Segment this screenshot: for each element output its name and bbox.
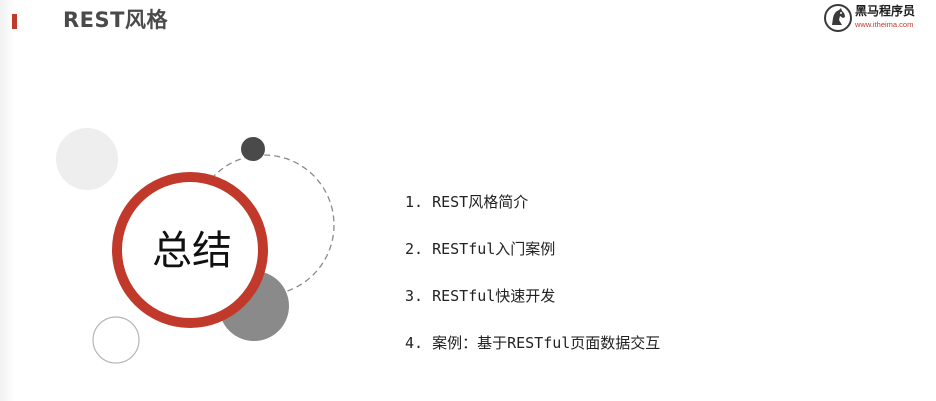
light-gray-circle — [56, 128, 118, 190]
logo-brand-name: 黑马程序员 — [855, 4, 916, 18]
brand-logo: 黑马程序员 www.itheima.com — [824, 3, 928, 33]
list-item: 3. RESTful快速开发 — [405, 287, 556, 305]
horse-head-icon — [824, 4, 852, 32]
list-item: 2. RESTful入门案例 — [405, 240, 556, 258]
list-item: 1. REST风格简介 — [405, 193, 529, 211]
slide-title: REST风格 — [63, 8, 168, 32]
dashed-ring — [193, 154, 335, 296]
small-outline-circle — [92, 316, 140, 364]
summary-ring — [112, 172, 268, 328]
logo-url: www.itheima.com — [855, 20, 914, 29]
dark-dot — [241, 137, 265, 161]
list-item: 4. 案例：基于RESTful页面数据交互 — [405, 334, 661, 352]
title-accent-bar — [12, 14, 17, 29]
summary-label: 总结 — [152, 228, 232, 274]
